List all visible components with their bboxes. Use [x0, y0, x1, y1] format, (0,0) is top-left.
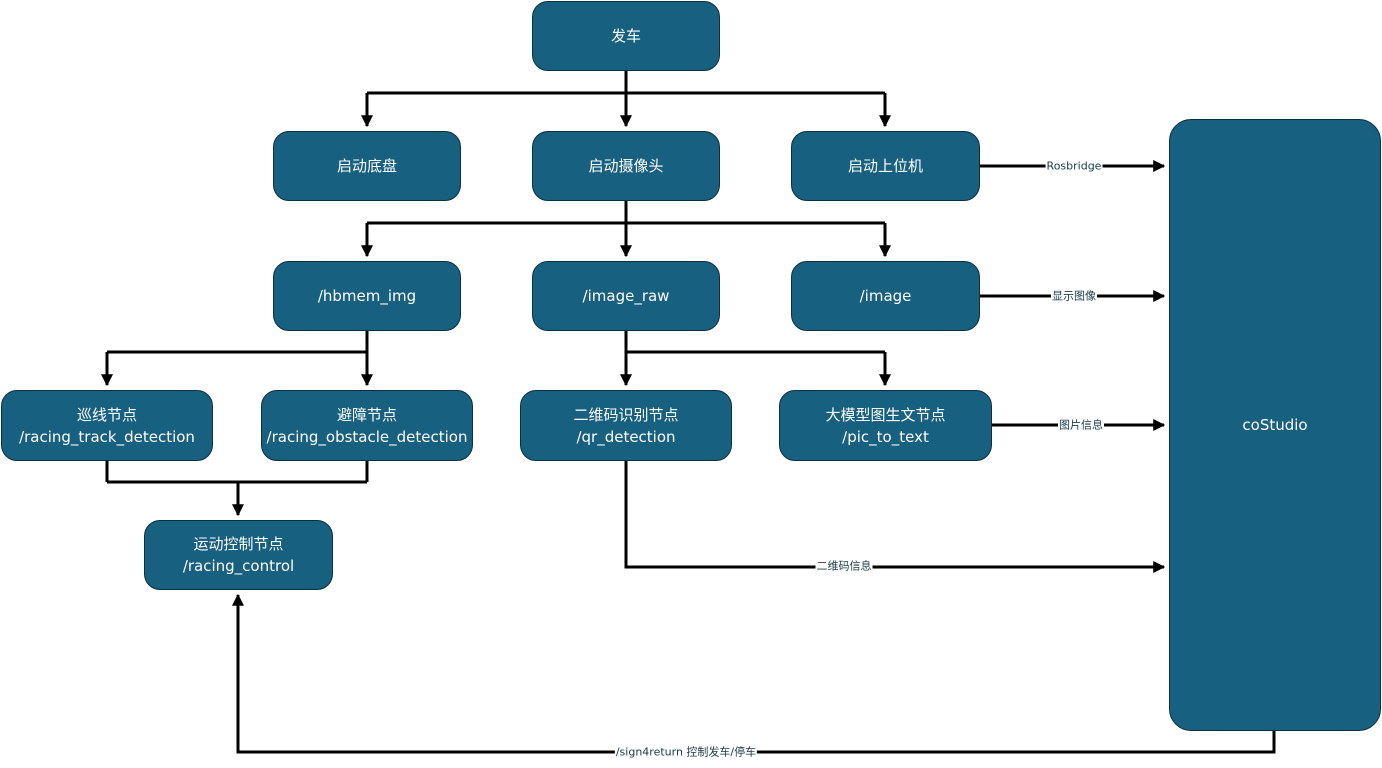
node-start-label: 发车 — [610, 27, 641, 45]
node-host-label: 启动上位机 — [847, 157, 923, 175]
node-image-raw: /image_raw — [532, 261, 720, 331]
node-qr-topic: /qr_detection — [576, 427, 676, 446]
node-control-topic: /racing_control — [182, 557, 295, 575]
node-llm-title: 大模型图生文节点 — [825, 405, 946, 424]
node-qr: 二维码识别节点 /qr_detection — [520, 390, 732, 461]
node-llm: 大模型图生文节点 /pic_to_text — [779, 390, 992, 461]
node-track: 巡线节点 /racing_track_detection — [1, 390, 213, 461]
node-qr-title: 二维码识别节点 — [573, 405, 679, 424]
node-host: 启动上位机 — [791, 131, 980, 201]
node-start: 发车 — [532, 1, 720, 71]
node-camera-label: 启动摄像头 — [588, 157, 664, 175]
node-obstacle: 避障节点 /racing_obstacle_detection — [261, 390, 473, 461]
node-obstacle-topic: /racing_obstacle_detection — [266, 427, 468, 446]
edge-label-sign4return: /sign4return 控制发车/停车 — [614, 745, 758, 759]
node-hbmem: /hbmem_img — [273, 261, 461, 331]
node-obstacle-title: 避障节点 — [336, 405, 397, 424]
node-llm-topic: /pic_to_text — [842, 427, 929, 446]
node-costudio: coStudio — [1169, 119, 1381, 731]
node-track-topic: /racing_track_detection — [19, 427, 195, 446]
node-control: 运动控制节点 /racing_control — [144, 520, 333, 590]
edge-qr-to-costudio — [624, 461, 1166, 573]
edge-label-show-image: 显示图像 — [1051, 289, 1097, 303]
edge-label-rosbridge: Rosbridge — [1045, 159, 1103, 173]
node-costudio-label: coStudio — [1242, 416, 1308, 434]
node-hbmem-label: /hbmem_img — [317, 287, 417, 305]
node-track-title: 巡线节点 — [76, 405, 137, 424]
node-image-raw-label: /image_raw — [582, 287, 670, 305]
edge-costudio-to-control — [232, 593, 1276, 754]
node-image: /image — [791, 261, 980, 331]
node-image-label: /image — [859, 287, 912, 305]
edge-label-qr-info: 二维码信息 — [815, 559, 873, 573]
node-chassis-label: 启动底盘 — [336, 157, 397, 175]
node-camera: 启动摄像头 — [532, 131, 720, 201]
node-chassis: 启动底盘 — [273, 131, 461, 201]
edge-label-pic-info: 图片信息 — [1058, 418, 1104, 432]
node-control-title: 运动控制节点 — [193, 535, 284, 553]
